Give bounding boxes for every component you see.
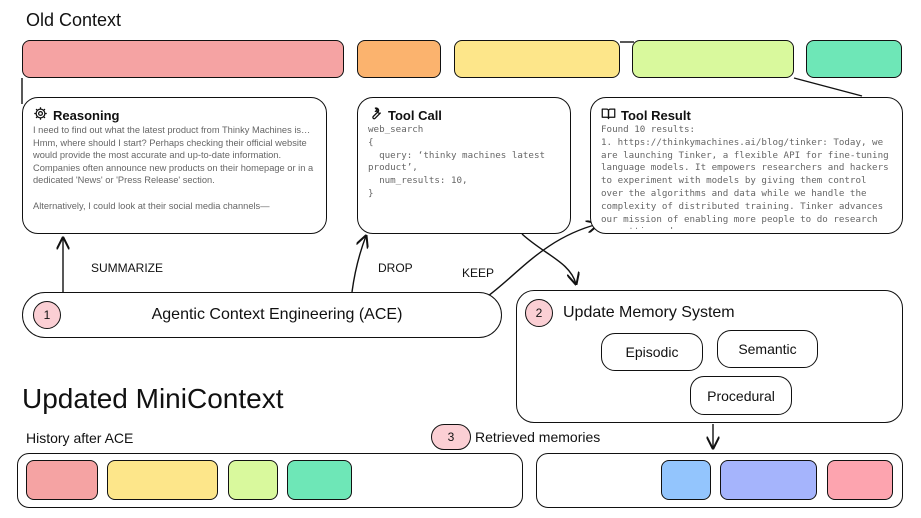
tool-call-title: Tool Call	[388, 107, 442, 123]
history-segment-4	[287, 460, 352, 500]
wrench-icon	[368, 106, 383, 124]
retrieved-memories-container	[536, 453, 903, 508]
reasoning-title: Reasoning	[53, 107, 120, 123]
old-context-title: Old Context	[26, 10, 122, 30]
retrieved-segment-2	[720, 460, 817, 500]
history-container	[17, 453, 523, 508]
episodic-pill: Episodic	[601, 333, 703, 371]
history-segment-tool-result	[107, 460, 218, 500]
old-context-segment-tool-call	[357, 40, 441, 78]
gear-icon	[33, 106, 48, 124]
procedural-pill: Procedural	[690, 376, 792, 415]
history-segment-reasoning	[26, 460, 98, 500]
drop-label: DROP	[378, 261, 413, 275]
semantic-pill: Semantic	[717, 330, 818, 368]
retrieved-segment-1	[661, 460, 711, 500]
retrieved-memories-label: Retrieved memories	[475, 429, 601, 445]
reasoning-card: Reasoning I need to find out what the la…	[22, 97, 327, 234]
memory-system-box: 2 Update Memory System Episodic Semantic…	[516, 290, 903, 423]
ace-label: Agentic Context Engineering (ACE)	[151, 306, 403, 323]
step-2-badge: 2	[525, 299, 553, 327]
old-context-segment-5	[806, 40, 902, 78]
tool-call-body: web_search { query: ‘thinky machines lat…	[368, 124, 546, 199]
old-context-segment-reasoning	[22, 40, 344, 78]
history-segment-3	[228, 460, 278, 500]
book-icon	[601, 106, 616, 124]
retrieved-segment-3	[827, 460, 893, 500]
old-context-segment-4	[632, 40, 794, 78]
keep-label: KEEP	[462, 266, 495, 280]
tool-call-card: Tool Call web_search { query: ‘thinky ma…	[357, 97, 571, 234]
summarize-label: SUMMARIZE	[91, 261, 163, 275]
tool-result-card: Tool Result Found 10 results: 1. https:/…	[590, 97, 903, 234]
updated-minicontext-title: Updated MiniContext	[22, 383, 284, 414]
reasoning-body: I need to find out what the latest produ…	[33, 125, 314, 211]
tool-result-title: Tool Result	[621, 107, 691, 123]
old-context-segment-tool-result	[454, 40, 620, 78]
tool-result-body: Found 10 results: 1. https://thinkymachi…	[601, 124, 889, 229]
step-1-badge: 1	[33, 301, 61, 329]
step-3-badge: 3	[431, 424, 471, 450]
ace-box: 1 Agentic Context Engineering (ACE)	[22, 292, 502, 338]
memory-system-title: Update Memory System	[563, 304, 735, 321]
history-after-ace-label: History after ACE	[26, 430, 134, 446]
